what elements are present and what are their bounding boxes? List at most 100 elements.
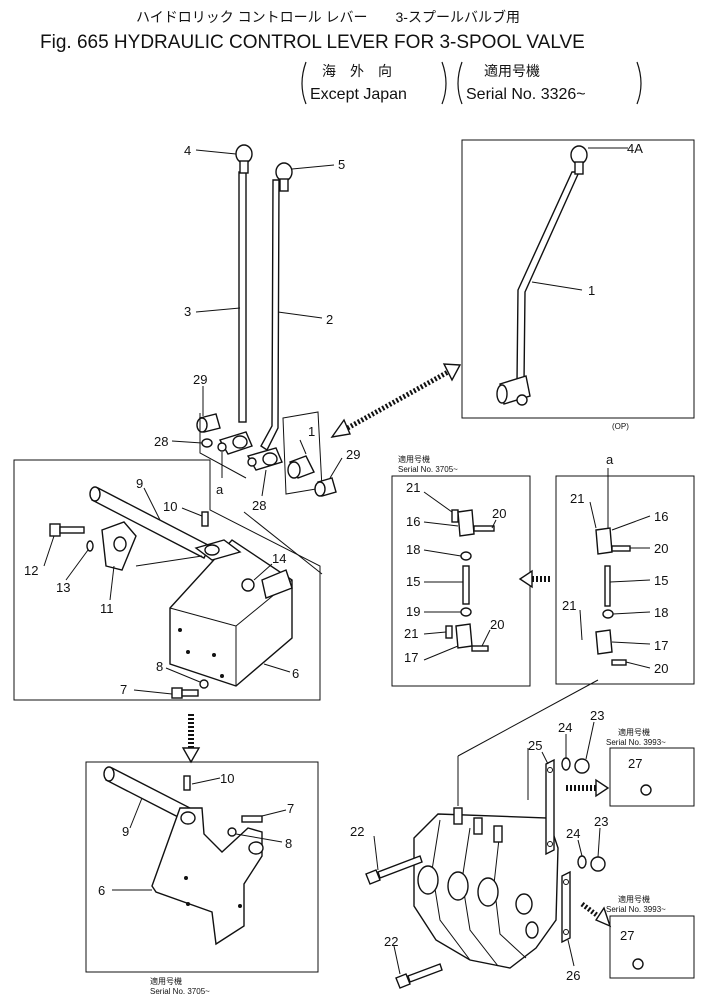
leader-d10 — [191, 777, 221, 785]
figure-title: Fig. 665 HYDRAULIC CONTROL LEVER FOR 3-S… — [40, 32, 585, 53]
lever-3 — [238, 171, 247, 423]
callout-2: 2 — [326, 312, 333, 327]
leader-2 — [277, 311, 323, 319]
bracket-line-mid — [243, 511, 323, 575]
collar-1 — [287, 455, 315, 479]
leader-8 — [165, 667, 201, 683]
callout-v22b: 22 — [384, 934, 398, 949]
callout-b17: 17 — [404, 650, 418, 665]
leader-6 — [263, 663, 291, 673]
nut-23-top — [574, 758, 590, 774]
callout-13: 13 — [56, 580, 70, 595]
leader-28a — [171, 440, 203, 444]
callout-r15: 15 — [654, 573, 668, 588]
callout-6: 6 — [292, 666, 299, 681]
callout-r21: 21 — [570, 491, 584, 506]
callout-v23b: 23 — [594, 814, 608, 829]
leader-v22b — [393, 945, 401, 975]
callout-r18: 18 — [654, 605, 668, 620]
leader-5 — [291, 164, 335, 170]
bushing-29-right — [314, 477, 337, 497]
callout-b19: 19 — [406, 604, 420, 619]
callout-12: 12 — [24, 563, 38, 578]
knob-4-stem — [239, 160, 249, 174]
callout-v22a: 22 — [350, 824, 364, 839]
pin-28 — [201, 438, 213, 448]
bolt-22-top — [365, 855, 423, 885]
leader-4 — [195, 149, 237, 155]
leader-v26 — [567, 939, 575, 967]
callout-b18: 18 — [406, 542, 420, 557]
callout-4: 4 — [184, 143, 191, 158]
callout-b20: 20 — [492, 506, 506, 521]
callout-r17: 17 — [654, 638, 668, 653]
valve-ref-line-2 — [457, 679, 599, 757]
leader-7 — [133, 689, 173, 695]
callout-7: 7 — [120, 682, 127, 697]
leader-r17 — [611, 641, 651, 645]
knob-5-stem — [279, 178, 289, 192]
bolt-7 — [171, 687, 199, 699]
leader-10 — [181, 507, 203, 517]
callout-d7: 7 — [287, 801, 294, 816]
op-inset-box — [461, 139, 695, 419]
nut-23-bottom — [590, 856, 606, 872]
bracket-11 — [101, 521, 137, 571]
leader-b20 — [491, 519, 497, 529]
leader-r18 — [612, 611, 651, 615]
serial-jp: 適用号機 — [484, 63, 540, 79]
callout-28b: 28 — [252, 498, 266, 513]
callout-v23a: 23 — [590, 708, 604, 723]
callout-r20b: 20 — [654, 661, 668, 676]
callout-29a: 29 — [193, 372, 207, 387]
leader-1 — [531, 281, 583, 291]
arrow-to-27-top — [566, 778, 610, 798]
nut-27-top — [640, 784, 652, 796]
callout-11: 11 — [100, 601, 114, 616]
callout-r20: 20 — [654, 541, 668, 556]
ref-a-left: a — [216, 482, 224, 497]
scope-en: Except Japan — [310, 86, 407, 103]
callout-r16: 16 — [654, 509, 668, 524]
leader-r16 — [611, 515, 651, 531]
callout-4a: 4A — [627, 141, 643, 156]
box27a-jp: 適用号機 — [618, 727, 650, 737]
collar-box — [282, 411, 323, 495]
linkage-3705-parts — [445, 509, 495, 652]
callout-14: 14 — [272, 551, 286, 566]
callout-d6: 6 — [98, 883, 105, 898]
callout-v24a: 24 — [558, 720, 572, 735]
bracket-link — [135, 555, 203, 567]
washer-24-bottom — [577, 855, 587, 869]
box27b-serial: Serial No. 3993~ — [606, 905, 666, 914]
shaft-9 — [89, 486, 211, 559]
leader-v23a — [585, 721, 595, 760]
callout-3: 3 — [184, 304, 191, 319]
callout-5: 5 — [338, 157, 345, 172]
leader-b16 — [423, 521, 459, 527]
lever-2 — [260, 179, 280, 452]
box27a-serial: Serial No. 3993~ — [606, 738, 666, 747]
box27b-jp: 適用号機 — [618, 894, 650, 904]
leader-14 — [253, 563, 273, 581]
callout-r21b: 21 — [562, 598, 576, 613]
nut-27-box-bottom — [609, 915, 695, 979]
serial-en: Serial No. 3326~ — [466, 86, 586, 103]
main-frame-box — [13, 459, 321, 701]
leader-r21 — [589, 501, 597, 529]
linkage-right-parts — [595, 527, 631, 666]
bracket-line-left — [199, 413, 247, 479]
link-plate-26 — [561, 870, 571, 944]
callout-v24b: 24 — [566, 826, 580, 841]
paren-right-2 — [636, 61, 642, 105]
op-lever-1 — [496, 171, 581, 406]
callout-b20b: 20 — [490, 617, 504, 632]
paren-right-1 — [441, 61, 447, 105]
callout-b21b: 21 — [404, 626, 418, 641]
lever-bases — [217, 431, 283, 471]
box1-jp: 適用号機 — [398, 454, 430, 464]
leader-11 — [109, 565, 115, 601]
leader-d9 — [129, 797, 143, 829]
leader-b17 — [423, 645, 459, 661]
